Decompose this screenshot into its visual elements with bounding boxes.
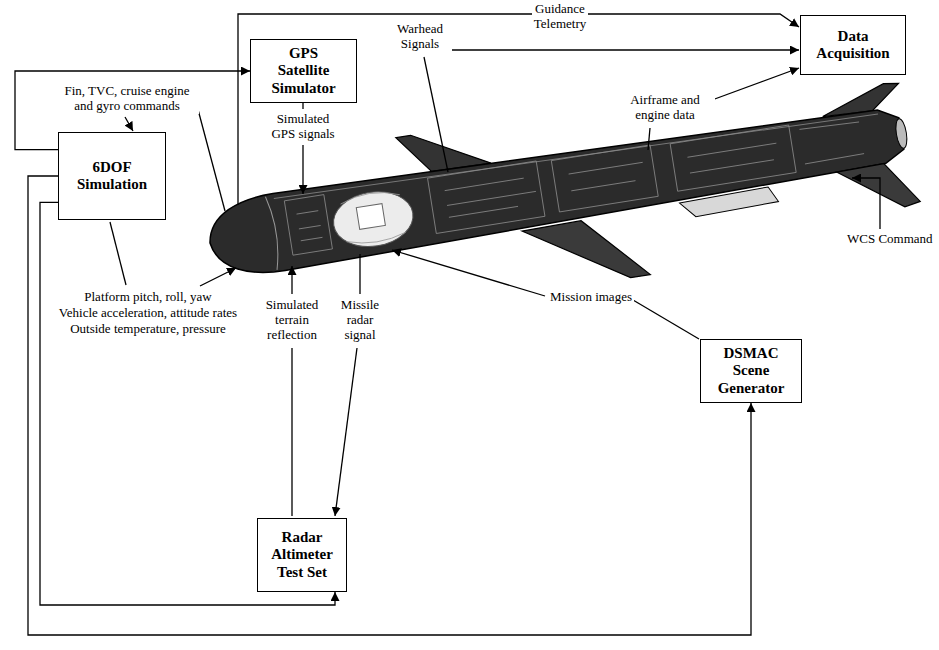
signal-label: Simulated GPS signals [264,112,342,142]
tail-fin [836,159,920,217]
signal-label: Vehicle acceleration, attitude rates [57,306,239,321]
label-slot: Platform pitch, roll, yaw [82,290,213,305]
label-slot: Simulated terrain reflection [264,298,321,343]
signal-label: WCS Command [845,232,935,247]
signal-line [648,128,650,150]
box-label: Radar Altimeter Test Set [268,529,336,581]
signal-label: Simulated terrain reflection [264,298,321,343]
warhead-detail [340,189,407,247]
signal-line [238,14,799,205]
signal-label: Outside temperature, pressure [68,322,228,337]
process-box: Radar Altimeter Test Set [257,518,347,592]
signal-line [302,145,303,194]
exhaust-nozzle [894,118,909,149]
process-box: GPS Satellite Simulator [250,39,357,103]
leader-lines [110,14,880,516]
warhead [330,186,417,252]
signal-line [852,178,880,229]
connector-group [15,71,751,635]
warhead-detail [356,204,385,230]
box-label: GPS Satellite Simulator [271,45,335,97]
engine-inlet [679,186,779,219]
label-slot: Warhead Signals [395,22,445,52]
label-slot: Airframe and engine data [616,93,715,123]
panel [551,145,658,212]
process-box: DSMAC Scene Generator [700,339,802,403]
box-label: Data Acquisition [816,28,889,63]
label-slot: Mission images [548,290,634,305]
signal-line [712,68,799,100]
signal-line [200,268,236,286]
signal-line [359,254,360,294]
signal-label: Missile radar signal [339,298,381,343]
signal-label: Platform pitch, roll, yaw [82,290,213,305]
signal-label: Warhead Signals [395,22,445,52]
wing [522,211,651,293]
signal-line [125,117,133,131]
signal-connector [28,176,751,635]
signal-line [291,266,292,294]
panel [428,161,545,234]
signal-line [424,57,448,172]
missile-body [204,95,908,282]
signal-line [291,348,292,516]
signal-label: Fin, TVC, cruise engine and gyro command… [55,84,199,114]
label-slot: Vehicle acceleration, attitude rates [57,306,239,321]
signal-label: Airframe and engine data [616,93,715,123]
process-box: 6DOF Simulation [58,132,166,220]
label-slot: WCS Command [845,232,935,247]
signal-label: Mission images [548,290,634,305]
process-box: Data Acquisition [800,15,906,75]
signal-label: Guidance Telemetry [532,2,589,32]
panel [284,195,332,256]
label-slot: Outside temperature, pressure [68,322,228,337]
panel [670,125,796,191]
label-slot: Guidance Telemetry [532,2,589,32]
box-label: 6DOF Simulation [77,159,147,194]
signal-line [110,222,126,285]
signal-line [633,300,699,339]
signal-line [452,49,799,50]
label-slot: Simulated GPS signals [264,112,342,142]
box-label: DSMAC Scene Generator [718,345,785,397]
label-slot: Fin, TVC, cruise engine and gyro command… [55,84,199,114]
label-slot: Missile radar signal [339,298,381,343]
signal-line [335,348,357,516]
signal-connector [40,202,335,605]
signal-line [392,250,545,296]
nose-joint [265,196,282,270]
signal-line [196,102,225,211]
